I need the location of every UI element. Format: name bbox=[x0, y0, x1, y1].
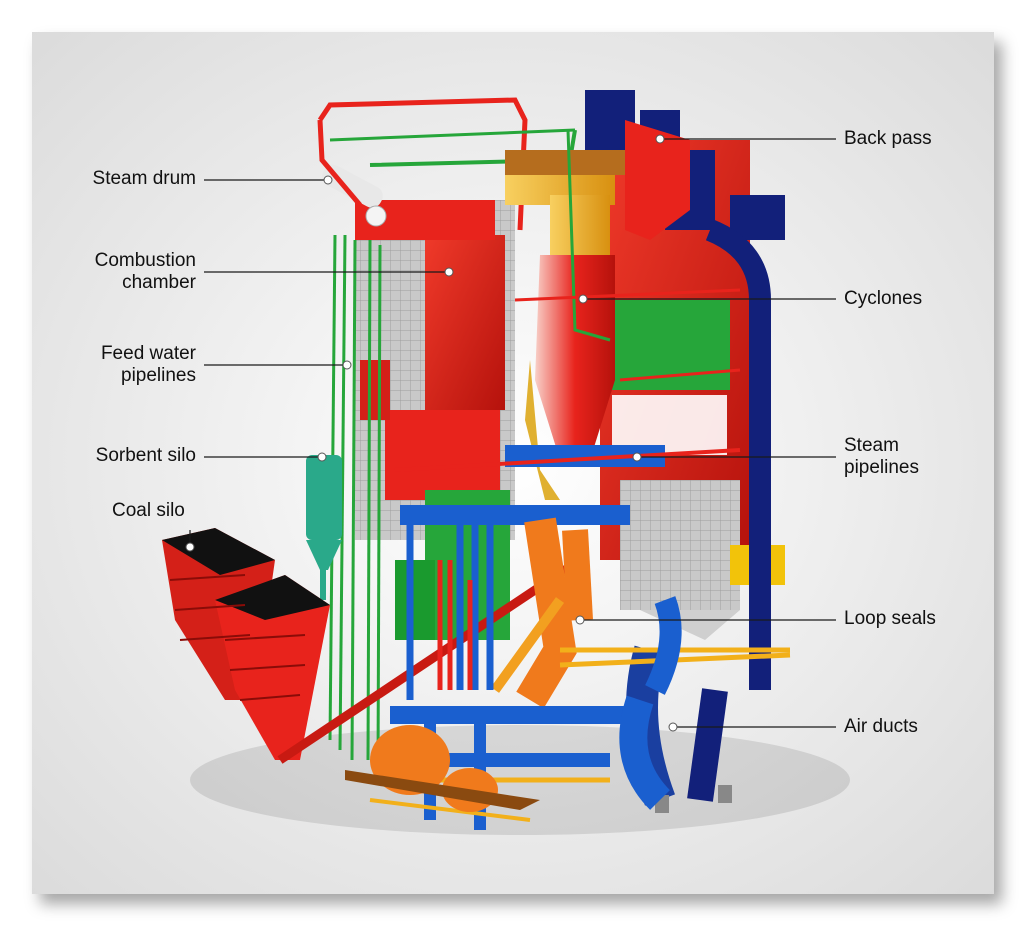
label-feed-water-line1: Feed water bbox=[100, 343, 196, 364]
label-steam-pipelines: Steam pipelines bbox=[844, 435, 919, 479]
coal-silo-shape bbox=[162, 528, 583, 764]
label-combustion-chamber-line1: Combustion bbox=[94, 250, 196, 271]
label-steam-drum: Steam drum bbox=[92, 168, 196, 189]
steam-pipeline bbox=[394, 448, 741, 472]
label-combustion-chamber-line2: chamber bbox=[122, 272, 196, 293]
combustion-chamber-body bbox=[355, 200, 515, 640]
label-steam-pipelines-line2: pipelines bbox=[844, 457, 919, 478]
label-feed-water-pipelines: Feed water pipelines bbox=[60, 343, 196, 387]
bottom-air-ducts bbox=[345, 596, 791, 830]
label-feed-water-line2: pipelines bbox=[121, 365, 196, 386]
label-back-pass: Back pass bbox=[844, 128, 932, 149]
cyclone-shape bbox=[505, 120, 690, 500]
label-cyclones: Cyclones bbox=[844, 288, 923, 309]
label-steam-pipelines-line1: Steam bbox=[844, 435, 899, 456]
label-air-ducts: Air ducts bbox=[844, 716, 918, 737]
label-coal-silo: Coal silo bbox=[112, 500, 185, 521]
label-loop-seals: Loop seals bbox=[844, 608, 936, 629]
back-pass-structure bbox=[585, 90, 785, 640]
air-duct-main bbox=[705, 219, 771, 690]
label-combustion-chamber: Combustion chamber bbox=[60, 250, 196, 294]
sorbent-silo-shape bbox=[306, 455, 342, 600]
label-sorbent-silo: Sorbent silo bbox=[95, 445, 196, 466]
